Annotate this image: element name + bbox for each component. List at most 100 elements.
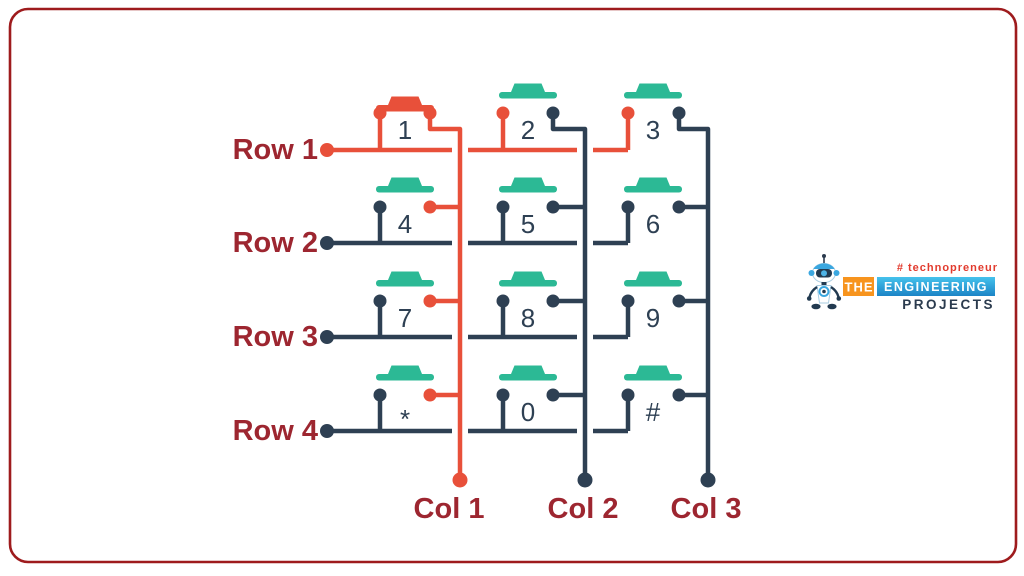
keypad-button-5: 5: [496, 177, 585, 243]
terminal-dot-right: [672, 388, 686, 402]
col-1-endpoint-dot: [452, 472, 468, 488]
terminal-dot-right: [546, 388, 560, 402]
terminal-dot-left: [496, 200, 510, 214]
button-label: 4: [398, 209, 412, 239]
button-label: 0: [521, 397, 535, 427]
robot-mascot-icon: [806, 254, 842, 310]
terminal-dot-right: [672, 200, 686, 214]
terminal-dot-left: [621, 294, 635, 308]
col-3-endpoint-dot: [700, 472, 716, 488]
terminal-dot-left: [621, 106, 635, 120]
button-cap-bump: [636, 365, 670, 374]
button-cap-bar: [376, 374, 434, 381]
button-label: 6: [646, 209, 660, 239]
terminal-dot-left: [621, 200, 635, 214]
row-3-endpoint-dot: [320, 330, 334, 344]
keypad-button-7: 7: [373, 271, 460, 337]
button-cap-bump: [388, 271, 422, 280]
button-label: 3: [646, 115, 660, 145]
terminal-dot-right: [546, 294, 560, 308]
terminal-dot-left: [373, 106, 387, 120]
terminal-dot-left: [373, 388, 387, 402]
button-cap-bump: [636, 83, 670, 92]
row-4-label: Row 4: [233, 415, 318, 447]
button-label: *: [400, 404, 410, 434]
terminal-dot-left: [496, 106, 510, 120]
button-label: 8: [521, 303, 535, 333]
terminal-dot-left: [621, 388, 635, 402]
button-cap-bump: [388, 177, 422, 186]
button-cap-bump: [388, 365, 422, 374]
keypad-button-hash: #: [621, 365, 708, 431]
col-3-wire: [676, 113, 716, 488]
button-label: 2: [521, 115, 535, 145]
button-cap-bar: [499, 186, 557, 193]
row-4-endpoint-dot: [320, 424, 334, 438]
terminal-dot-right: [423, 106, 437, 120]
col-3-label: Col 3: [671, 493, 742, 525]
terminal-dot-left: [496, 388, 510, 402]
keypad-button-3: 3: [621, 83, 686, 150]
logo-tagline: # technopreneur: [897, 262, 998, 274]
row-2-wire: [320, 236, 628, 250]
row-3-label: Row 3: [233, 321, 318, 353]
row-1-endpoint-dot: [320, 143, 334, 157]
terminal-dot-right: [546, 200, 560, 214]
keypad-button-4: 4: [373, 177, 460, 243]
button-label: 9: [646, 303, 660, 333]
logo-projects-text: PROJECTS: [902, 297, 995, 312]
row-3-wire: [320, 330, 628, 344]
button-label: 7: [398, 303, 412, 333]
row-2-label: Row 2: [233, 227, 318, 259]
terminal-dot-right: [423, 388, 437, 402]
button-cap-bar: [499, 92, 557, 99]
button-cap-bar: [624, 280, 682, 287]
keypad-button-0: 0: [496, 365, 585, 431]
tep-logo: # technopreneur THE ENGINEERING PROJECTS: [806, 254, 998, 312]
terminal-dot-left: [373, 200, 387, 214]
terminal-dot-left: [496, 294, 510, 308]
terminal-dot-left: [373, 294, 387, 308]
keypad-button-star: *: [373, 365, 460, 434]
logo-engineering-text: ENGINEERING: [884, 280, 988, 294]
col-2-wire: [550, 113, 593, 488]
col-2-trace: [550, 113, 588, 480]
terminal-dot-right: [423, 200, 437, 214]
button-cap-bump: [511, 365, 545, 374]
col-2-label: Col 2: [548, 493, 619, 525]
button-label: 5: [521, 209, 535, 239]
button-cap-bar: [624, 374, 682, 381]
button-cap-bar: [499, 374, 557, 381]
canvas-border: [8, 7, 1018, 564]
col-3-trace: [676, 113, 711, 480]
keypad-button-1-pressed: 1: [373, 96, 437, 150]
keypad-button-6: 6: [621, 177, 708, 243]
terminal-dot-right: [423, 294, 437, 308]
button-cap-bar: [376, 105, 434, 112]
logo-the-text: THE: [845, 280, 874, 295]
button-cap-bar: [376, 186, 434, 193]
col-1-trace: [427, 113, 463, 480]
col-1-wire: [427, 113, 468, 488]
button-cap-bump: [511, 271, 545, 280]
col-2-endpoint-dot: [577, 472, 593, 488]
row-1-wire: [320, 143, 628, 157]
button-label: 1: [398, 115, 412, 145]
button-cap-bar: [624, 92, 682, 99]
button-label: #: [646, 397, 661, 427]
button-cap-bar: [376, 280, 434, 287]
row-1-label: Row 1: [233, 134, 318, 166]
terminal-dot-right: [546, 106, 560, 120]
logo-engineering-badge: [877, 277, 995, 296]
keypad-button-2: 2: [496, 83, 560, 150]
logo-the-badge: [843, 277, 874, 296]
keypad-button-8: 8: [496, 271, 585, 337]
button-cap-bump: [511, 177, 545, 186]
button-cap-bump: [636, 177, 670, 186]
button-cap-bar: [499, 280, 557, 287]
button-cap-bump: [388, 96, 422, 105]
keypad-button-9: 9: [621, 271, 708, 337]
row-4-wire: [320, 424, 628, 438]
terminal-dot-right: [672, 106, 686, 120]
